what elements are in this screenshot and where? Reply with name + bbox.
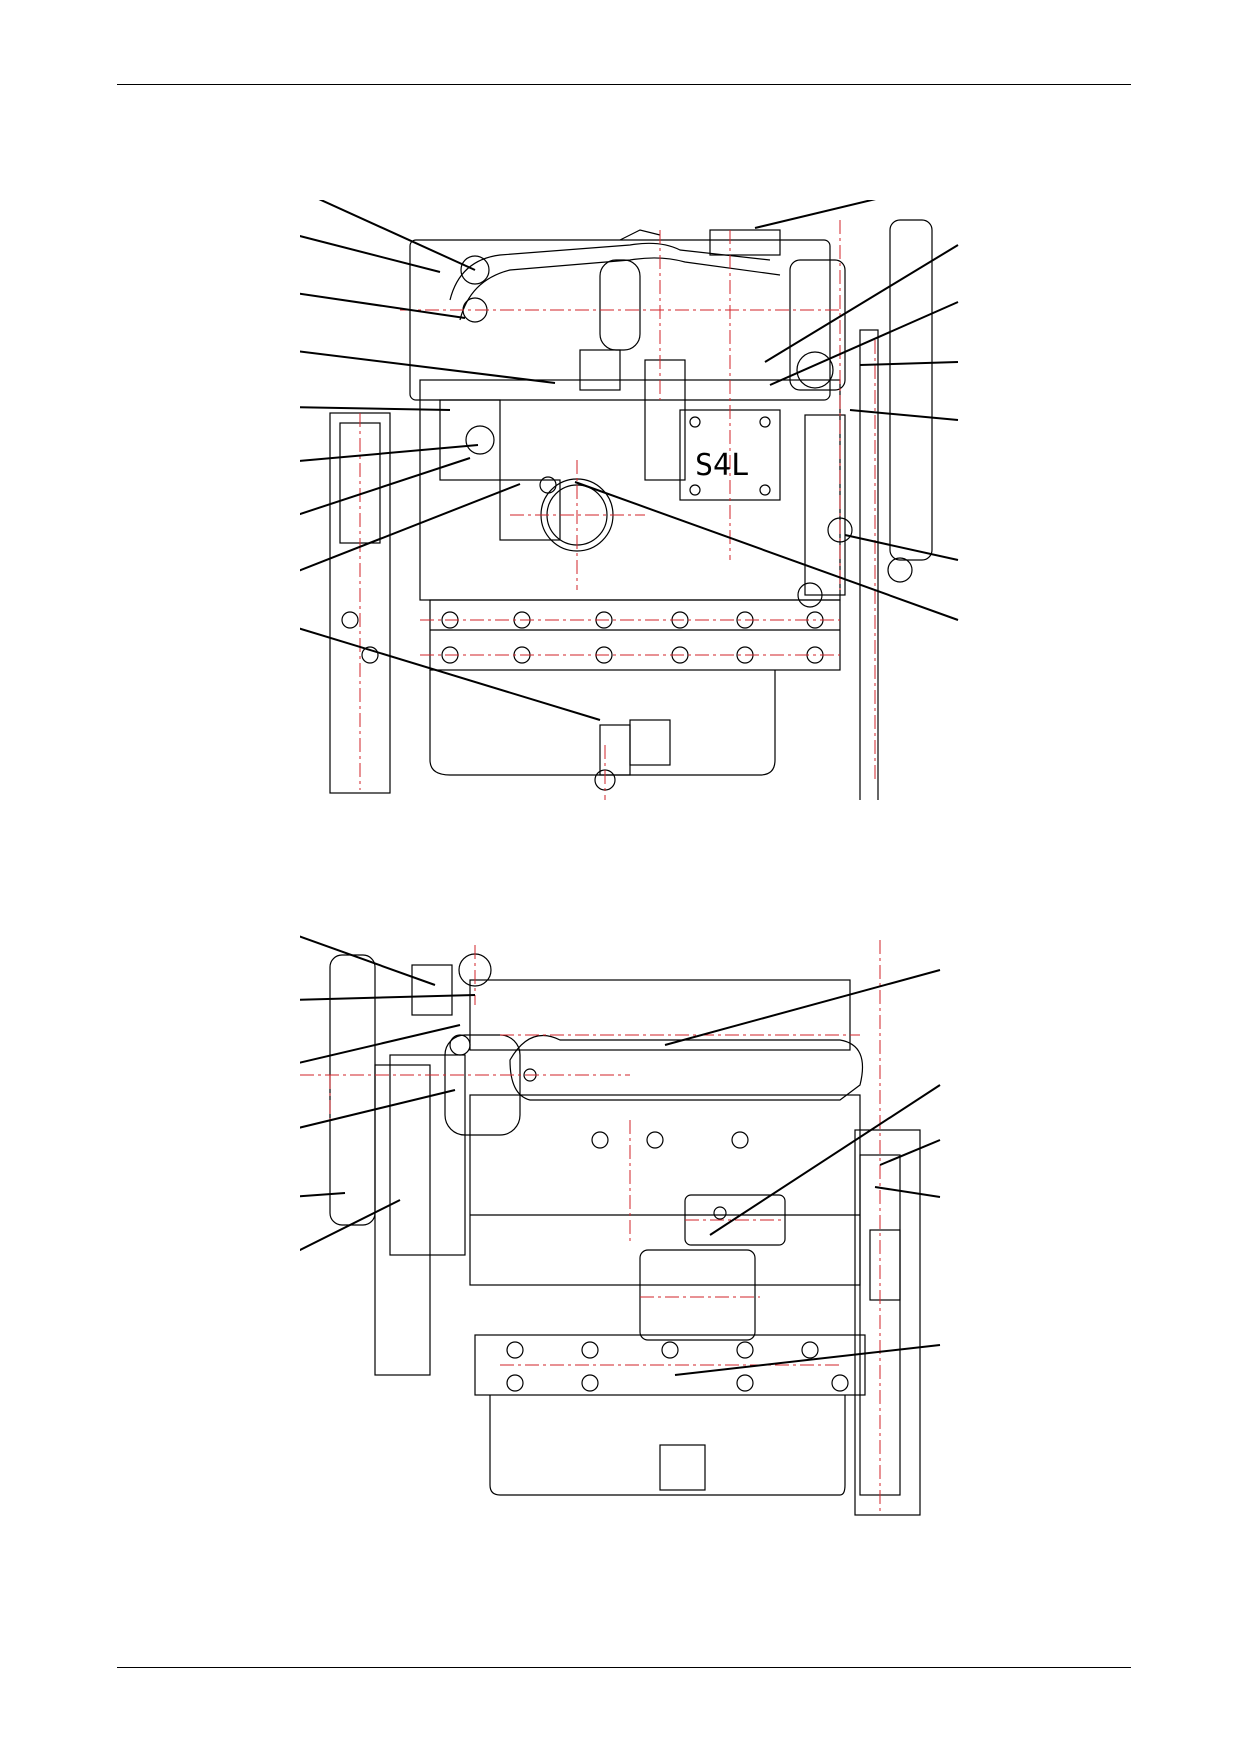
callout-leader-5 — [300, 1192, 346, 1198]
callout-leader-2 — [300, 994, 476, 1001]
engine-view-2-diagram — [300, 935, 941, 1516]
callout-leader-11 — [674, 1344, 941, 1376]
callout-leader-3 — [300, 292, 466, 319]
callout-leader-1 — [318, 200, 476, 271]
engine-view-1-callout-leaders — [300, 200, 959, 721]
callout-leader-9 — [879, 1139, 941, 1166]
callout-leader-5 — [300, 406, 451, 411]
engine-block-marking: S4L — [695, 448, 749, 483]
callout-leader-2 — [300, 235, 441, 273]
callout-leader-16 — [574, 481, 959, 621]
callout-leader-15 — [844, 534, 959, 561]
callout-leader-4 — [300, 350, 556, 384]
callout-leader-6 — [300, 444, 479, 462]
callout-leader-9 — [300, 627, 601, 721]
engine-view-2-outline — [329, 953, 921, 1516]
engine-view-2-callout-leaders — [300, 935, 941, 1376]
callout-leader-11 — [764, 244, 959, 363]
callout-leader-8 — [709, 1084, 941, 1236]
engine-view-2-centerlines — [300, 940, 881, 1515]
callout-leader-8 — [300, 483, 521, 572]
callout-leader-14 — [849, 409, 959, 421]
callout-leader-1 — [300, 935, 436, 986]
callout-leader-6 — [300, 1199, 401, 1252]
engine-view-1-outline — [329, 219, 933, 800]
callout-leader-7 — [300, 457, 471, 516]
callout-leader-10 — [874, 1186, 941, 1198]
header-rule — [117, 84, 1131, 85]
callout-leader-7 — [664, 969, 941, 1046]
callout-leader-3 — [300, 1024, 461, 1064]
callout-leader-13 — [859, 361, 959, 366]
footer-rule — [117, 1667, 1131, 1668]
callout-leader-10 — [754, 200, 876, 229]
engine-view-1-centerlines — [359, 220, 876, 800]
callout-leader-12 — [769, 301, 959, 386]
callout-leader-4 — [300, 1089, 456, 1129]
engine-view-1-diagram: S4L — [300, 200, 959, 800]
